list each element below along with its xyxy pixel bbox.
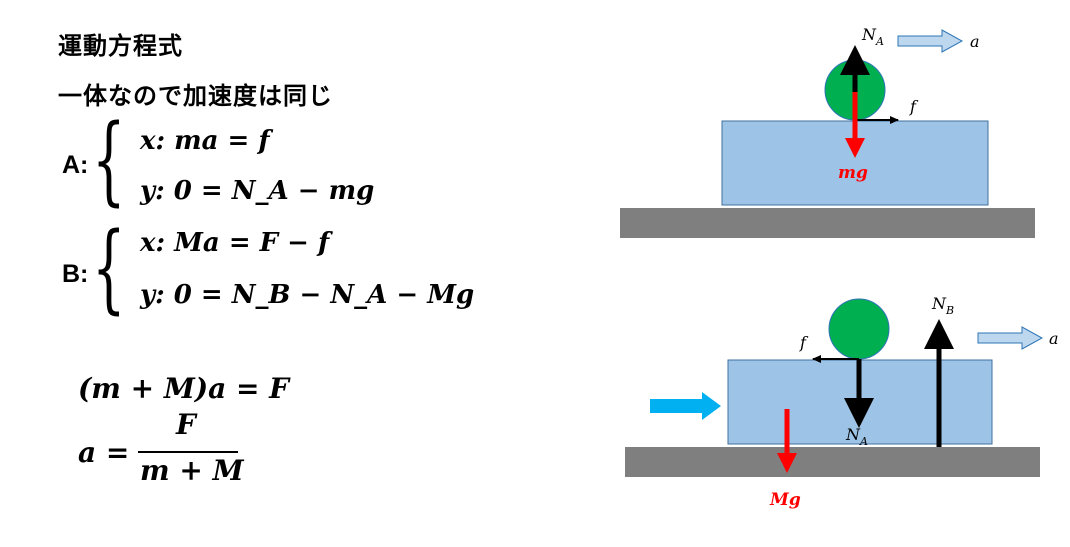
eq-accel-denominator: m + M bbox=[140, 454, 244, 487]
applied-force-arrow bbox=[650, 392, 721, 420]
friction-label-top: f bbox=[909, 97, 919, 116]
eq-accel-lhs: a = bbox=[78, 436, 130, 469]
gravity-label-top: mg bbox=[838, 163, 868, 183]
eq-a-x: x: ma = f bbox=[140, 126, 270, 156]
accel-arrow-top bbox=[897, 29, 964, 53]
accel-label-bottom: a bbox=[1049, 329, 1059, 348]
subtitle: 一体なので加速度は同じ bbox=[58, 82, 333, 110]
accel-label-top: a bbox=[970, 32, 980, 51]
bottom-diagram: NB a f NA Mg bbox=[625, 294, 1059, 510]
label-b: B: bbox=[62, 260, 89, 288]
eq-a-y: y: 0 = N_A − mg bbox=[140, 176, 375, 206]
eq-b-x: x: Ma = F − f bbox=[140, 228, 330, 258]
normal-a-label-bottom: NA bbox=[845, 425, 868, 448]
normal-label-top: NA bbox=[861, 25, 884, 48]
gravity-label-bottom: Mg bbox=[769, 490, 801, 510]
eq-sum: (m + M)a = F bbox=[78, 372, 290, 405]
brace-b: { bbox=[92, 212, 126, 324]
title: 運動方程式 bbox=[58, 32, 183, 60]
brace-a: { bbox=[92, 104, 126, 216]
top-diagram: NA a f mg bbox=[620, 25, 1035, 238]
floor-top bbox=[620, 208, 1035, 238]
ball-bottom bbox=[828, 298, 890, 360]
accel-arrow-bottom bbox=[977, 326, 1044, 350]
eq-b-y: y: 0 = N_B − N_A − Mg bbox=[140, 280, 475, 310]
fraction-bar bbox=[138, 451, 238, 453]
floor-bottom bbox=[625, 447, 1040, 477]
friction-label-bottom: f bbox=[799, 333, 809, 352]
label-a: A: bbox=[62, 151, 89, 179]
normal-b-label: NB bbox=[931, 294, 954, 317]
eq-accel-numerator: F bbox=[176, 408, 196, 441]
